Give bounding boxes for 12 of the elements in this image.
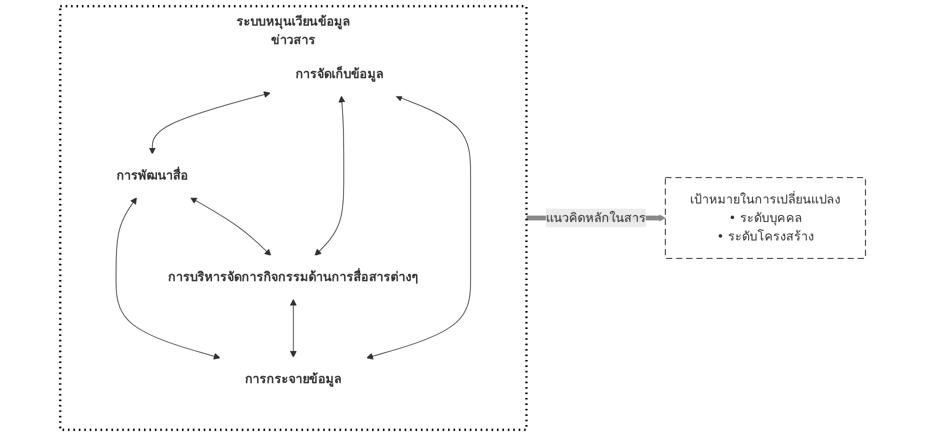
arrow <box>148 91 270 154</box>
node-text: การพัฒนาสื่อ <box>116 168 188 183</box>
arrow <box>115 197 220 360</box>
arrow <box>366 94 471 360</box>
arrow <box>314 96 345 256</box>
arrow <box>290 299 296 358</box>
edge-label: แนวคิดหลักในสาร <box>546 210 646 225</box>
node-box: เป้าหมายในการเปลี่ยนแปลง • ระดับบุคคล • ระดับโครงสร้าง <box>664 177 866 259</box>
node-text: การกระจายข้อมูล <box>244 371 342 386</box>
node-text: การจัดเก็บข้อมูล <box>294 66 384 82</box>
arrow <box>190 197 271 256</box>
node-text: การบริหารจัดการกิจกรรมด้านการสื่อสารต่างๆ <box>168 270 418 284</box>
